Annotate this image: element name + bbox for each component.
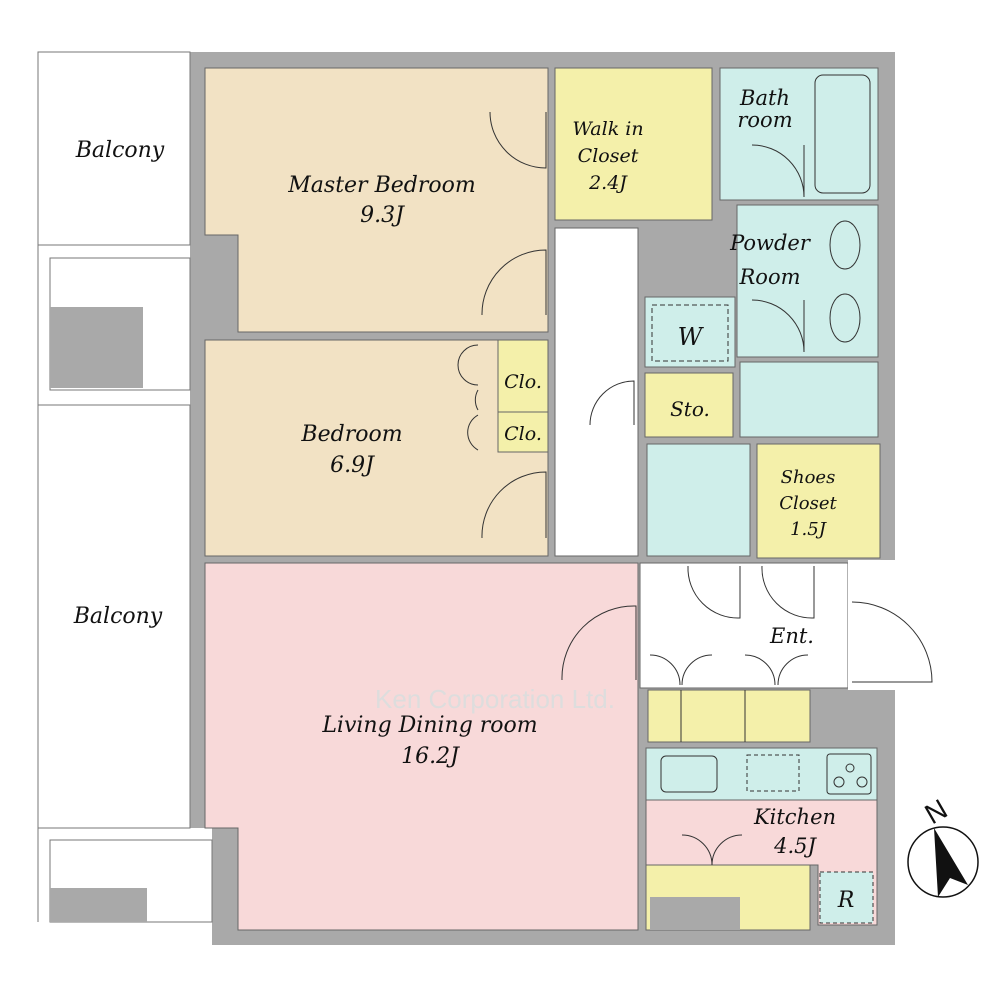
room-bathroom <box>719 67 879 201</box>
compass-label: N <box>920 793 953 830</box>
washer-space <box>644 296 736 368</box>
shoe-cabinet <box>647 689 811 743</box>
label-living-size: 16.2J <box>401 744 460 769</box>
closet-1 <box>497 339 549 413</box>
label-closet-1: Clo. <box>504 371 542 393</box>
room-walk-in-closet <box>554 67 713 221</box>
label-bath: Bath <box>739 86 790 110</box>
room-master-bedroom <box>204 67 549 333</box>
counter-space <box>746 754 800 792</box>
label-kitchen-size: 4.5J <box>773 834 817 858</box>
label-living: Living Dining room <box>321 713 537 738</box>
room-entrance <box>639 562 849 689</box>
toilet-room <box>739 361 879 438</box>
outdoor-unit <box>50 307 143 388</box>
room-powder <box>736 204 879 358</box>
corridor <box>554 227 639 557</box>
label-master-bedroom: Master Bedroom <box>287 173 475 198</box>
outdoor-unit-2 <box>50 888 147 922</box>
label-wic-2: Closet <box>578 145 639 167</box>
label-wic: Walk in <box>572 118 643 140</box>
label-kitchen: Kitchen <box>753 805 836 829</box>
label-bedroom-size: 6.9J <box>330 453 375 478</box>
label-entrance: Ent. <box>769 624 814 648</box>
closet-2 <box>497 411 549 453</box>
stove-icon <box>826 753 872 795</box>
sink-icon <box>829 293 861 343</box>
label-balcony-middle: Balcony <box>73 604 163 629</box>
label-shoes-2: Closet <box>779 493 837 514</box>
sink-icon <box>829 220 861 270</box>
label-powder-2: Room <box>738 265 800 289</box>
label-closet-2: Clo. <box>504 423 542 445</box>
label-wic-size: 2.4J <box>588 172 628 194</box>
label-balcony-top: Balcony <box>75 138 165 163</box>
room-living-dining <box>204 562 639 931</box>
label-shoes: Shoes <box>781 467 836 488</box>
shower-room <box>646 443 751 557</box>
label-bath-2: room <box>737 108 792 132</box>
label-bedroom: Bedroom <box>300 422 402 447</box>
washer-outline <box>651 304 729 362</box>
label-fridge: R <box>837 888 855 913</box>
bathtub <box>814 74 871 194</box>
watermark: Ken Corporation Ltd. <box>375 684 615 714</box>
kitchen-sink-icon <box>660 755 718 793</box>
label-washer: W <box>678 323 705 351</box>
fridge-space <box>819 871 874 924</box>
entry-door-area <box>848 560 895 690</box>
label-shoes-size: 1.5J <box>790 519 828 540</box>
room-shoes-closet <box>756 443 881 559</box>
room-bedroom <box>204 339 549 557</box>
pipe-shaft <box>650 897 740 930</box>
room-storage <box>644 372 734 438</box>
label-master-size: 9.3J <box>360 203 405 228</box>
balcony-middle <box>37 404 191 829</box>
door-swings <box>457 111 933 866</box>
balcony-top <box>37 51 191 246</box>
label-storage: Sto. <box>670 397 710 421</box>
label-powder: Powder <box>729 231 812 255</box>
compass-north-icon: N <box>907 793 979 898</box>
